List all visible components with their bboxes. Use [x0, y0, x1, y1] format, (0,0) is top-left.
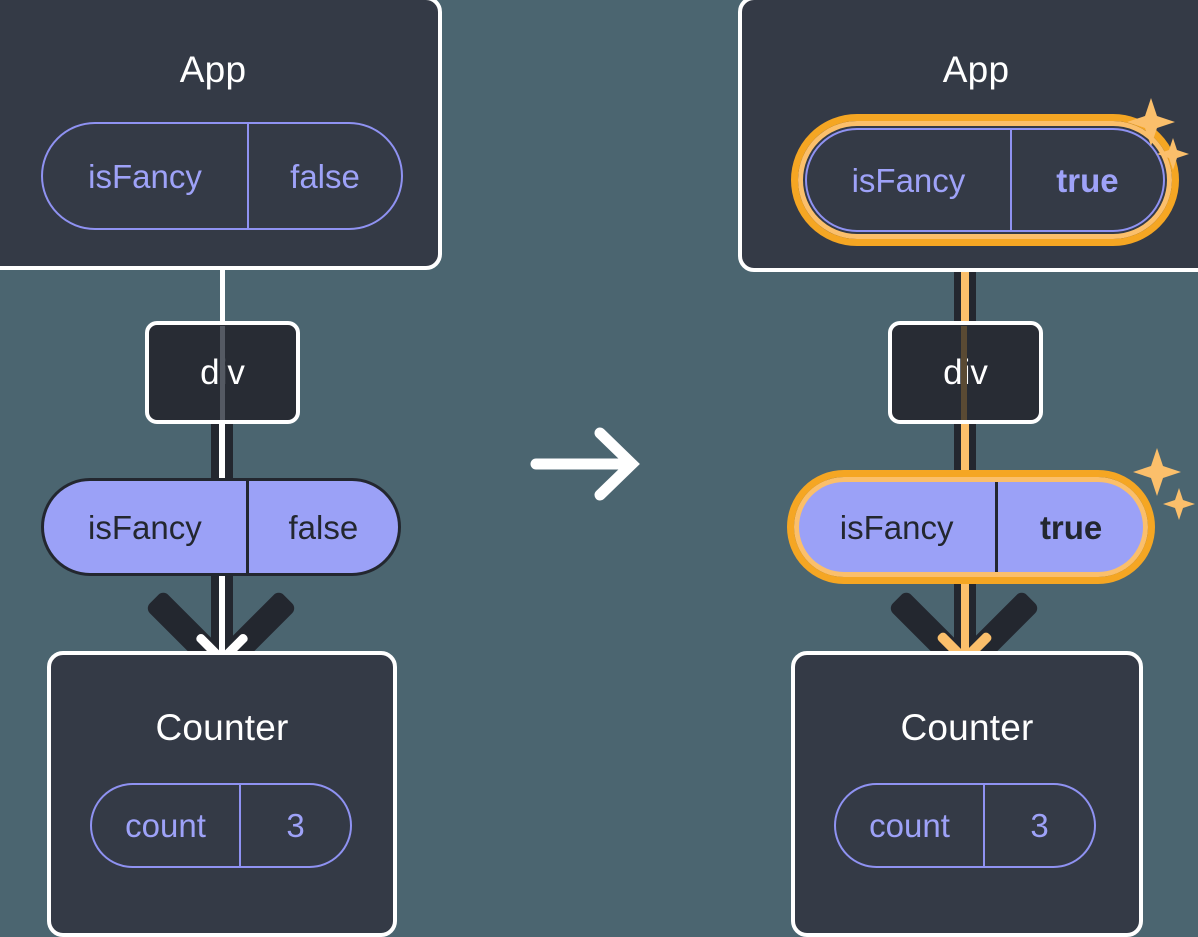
connector-through-div-before: [220, 326, 225, 420]
props-pill-before[interactable]: isFancy false: [41, 478, 401, 576]
app-title-after: App: [942, 49, 1010, 90]
transition-arrow-right-icon: [528, 424, 648, 504]
connector-app-to-div-before: [220, 268, 225, 324]
props-key-before: isFancy: [88, 508, 202, 546]
counter-state-value-before: 3: [239, 785, 350, 866]
app-title-before: App: [179, 49, 247, 90]
app-state-key-after: isFancy: [851, 161, 966, 199]
props-value-before: false: [245, 481, 398, 573]
counter-state-key-after: count: [869, 807, 950, 844]
props-pill-after[interactable]: isFancy true: [795, 478, 1147, 576]
props-value-after: true: [995, 481, 1144, 573]
connector-props-to-counter-core-before: [219, 570, 225, 666]
connector-div-to-props-core-after: [961, 421, 969, 485]
sparkles-icon-props: [1132, 446, 1198, 526]
counter-state-value-after: 3: [983, 785, 1094, 866]
connector-app-to-div-core-after: [961, 232, 969, 324]
app-state-key-before: isFancy: [88, 157, 202, 195]
connector-props-to-counter-core-after: [961, 570, 969, 666]
counter-title-after: Counter: [900, 707, 1034, 748]
props-key-after: isFancy: [839, 508, 954, 546]
app-state-pill-after[interactable]: isFancy true: [805, 128, 1165, 232]
app-state-value-before: false: [247, 124, 401, 228]
connector-div-to-props-core-before: [219, 421, 225, 485]
app-state-pill-before[interactable]: isFancy false: [41, 122, 403, 230]
sparkles-icon-app: [1126, 96, 1192, 176]
connector-through-div-after: [961, 326, 967, 420]
app-state-value-after: true: [1009, 130, 1163, 230]
counter-state-pill-before[interactable]: count 3: [90, 783, 352, 868]
counter-title-before: Counter: [155, 707, 289, 748]
counter-state-pill-after[interactable]: count 3: [834, 783, 1096, 868]
counter-state-key-before: count: [125, 807, 206, 844]
